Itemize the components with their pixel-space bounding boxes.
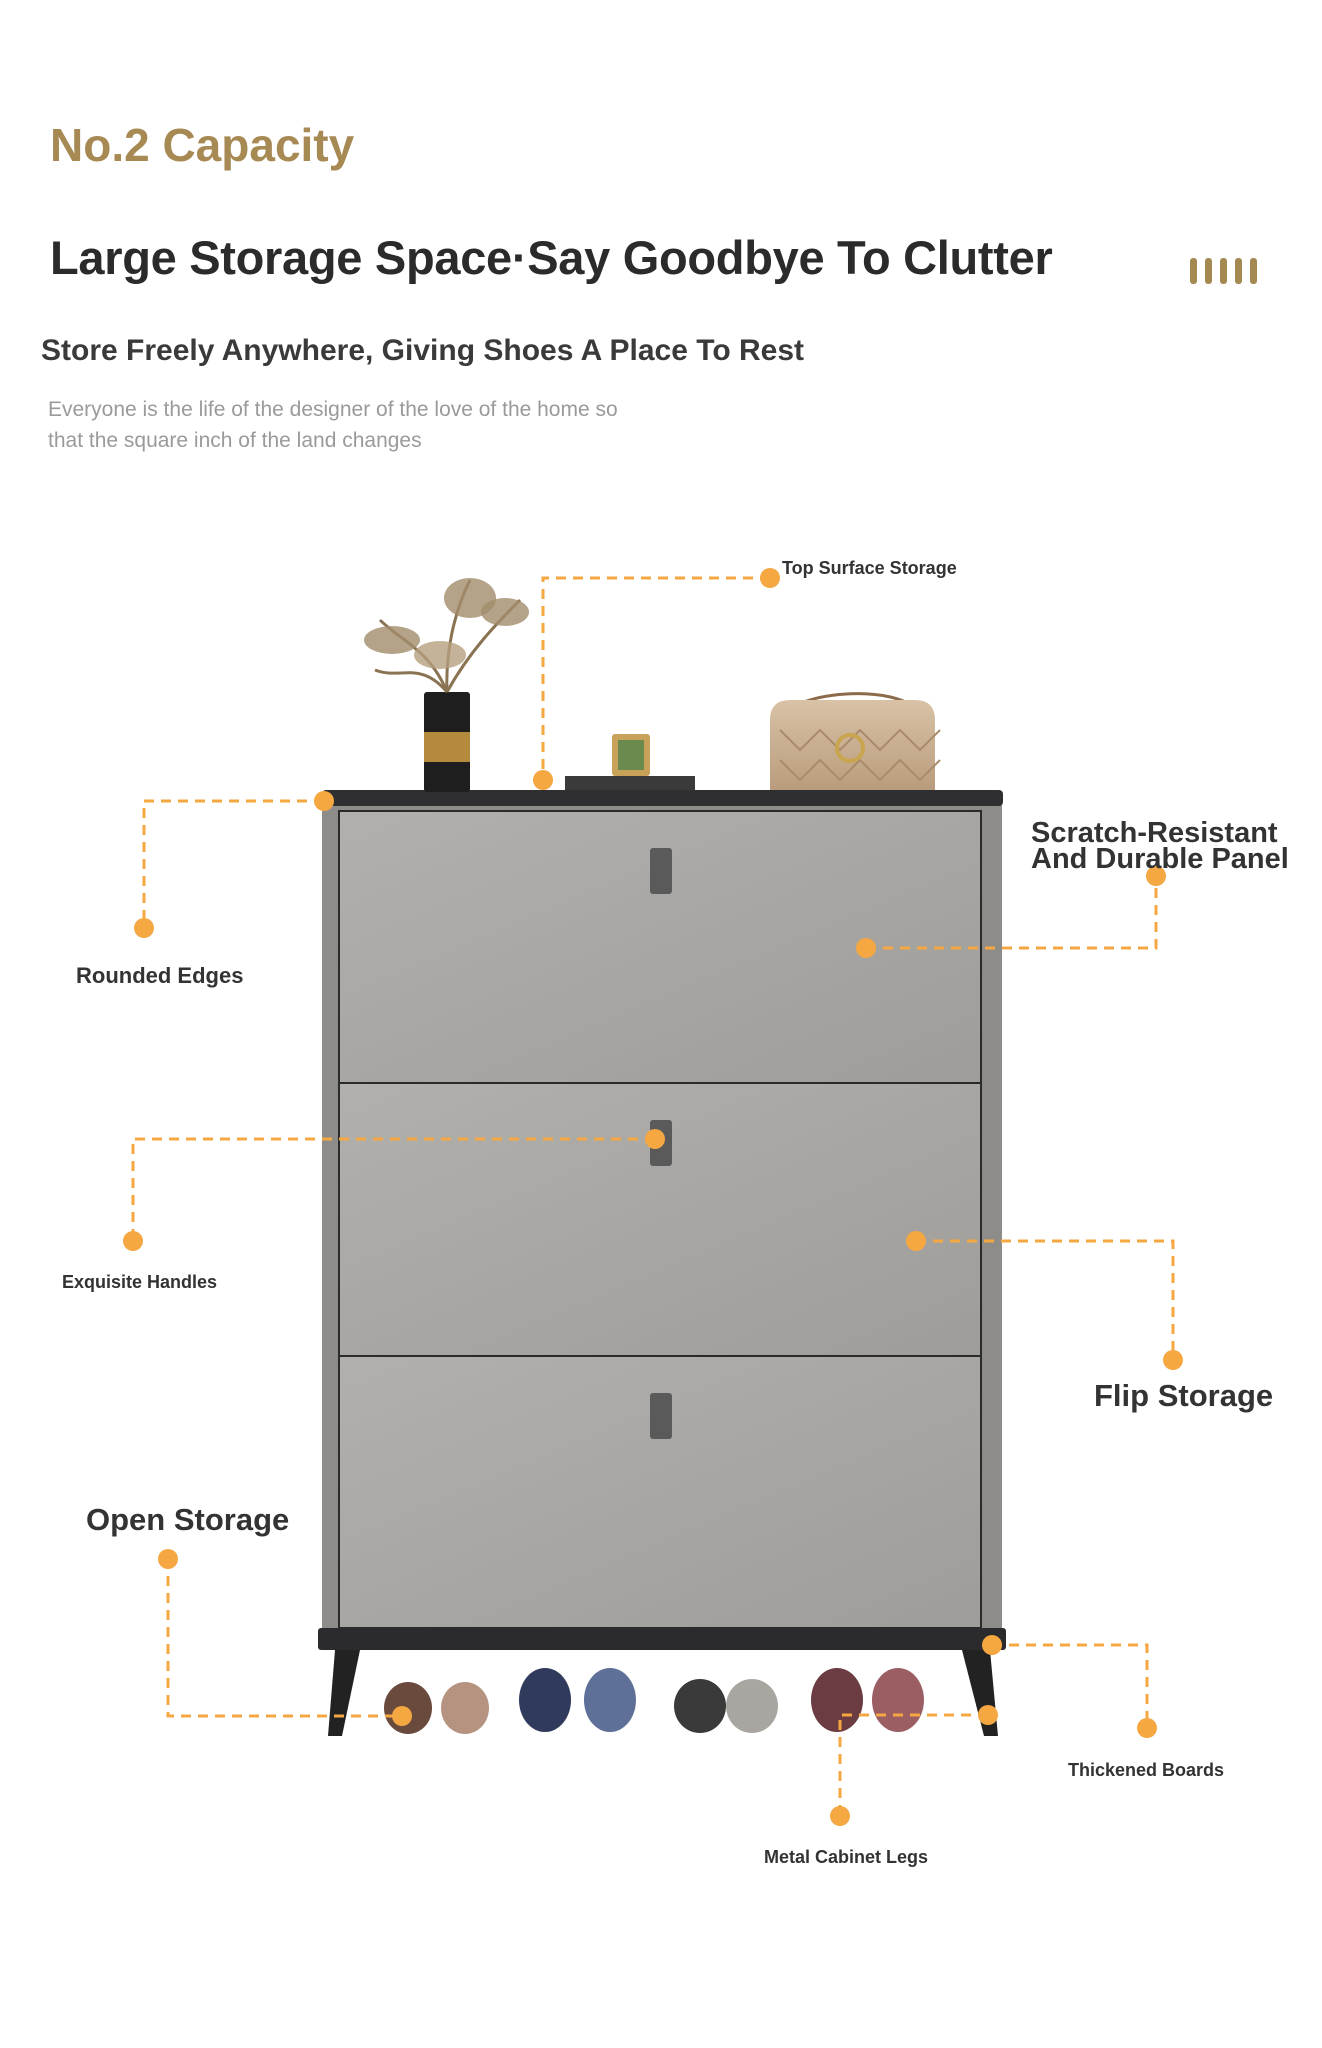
callout-dot xyxy=(1137,1718,1157,1738)
page-subheading: Store Freely Anywhere, Giving Shoes A Pl… xyxy=(41,334,805,367)
handles-connector xyxy=(131,1137,655,1241)
cabinet-leg xyxy=(328,1650,360,1736)
drawer-handle xyxy=(650,1393,672,1439)
vase-decor xyxy=(364,578,529,792)
callout-dot xyxy=(760,568,780,588)
cabinet-top-panel xyxy=(322,790,1003,806)
shoe-cabinet xyxy=(318,790,1006,1736)
callout-dot xyxy=(314,791,334,811)
handbag-decor xyxy=(770,692,941,790)
callout-dot xyxy=(533,770,553,790)
callout-dot xyxy=(123,1231,143,1251)
callout-dot xyxy=(158,1549,178,1569)
label-flip-storage: Flip Storage xyxy=(1094,1378,1274,1413)
callout-dot xyxy=(134,918,154,938)
callout-dot xyxy=(392,1706,412,1726)
label-metal-cabinet-legs: Metal Cabinet Legs xyxy=(764,1847,929,1867)
label-rounded-edges: Rounded Edges xyxy=(76,963,244,988)
label-scratch-resistant-panel: Scratch-Resistant And Durable Panel xyxy=(1031,817,1289,875)
callout-dot xyxy=(856,938,876,958)
label-top-surface-storage: Top Surface Storage xyxy=(782,558,957,578)
label-scratch-line-1: Scratch-Resistant xyxy=(1031,817,1278,849)
thickened-boards-connector xyxy=(992,1643,1149,1728)
callout-dot xyxy=(830,1806,850,1826)
callout-dot xyxy=(645,1129,665,1149)
drawer-handle xyxy=(650,848,672,894)
label-scratch-line-2: And Durable Panel xyxy=(1031,843,1289,875)
description-text: Everyone is the life of the designer of … xyxy=(48,398,618,452)
callout-dot xyxy=(1146,866,1166,886)
section-kicker: No.2 Capacity xyxy=(50,119,355,171)
label-exquisite-handles: Exquisite Handles xyxy=(62,1272,218,1292)
label-open-storage: Open Storage xyxy=(86,1502,290,1537)
shoes-row xyxy=(384,1668,924,1734)
gold-bars-icon xyxy=(1190,258,1265,289)
cabinet-base xyxy=(318,1628,1006,1650)
panel-connector xyxy=(866,876,1158,950)
metal-legs-connector xyxy=(838,1713,988,1816)
callout-dot xyxy=(978,1705,998,1725)
callout-dot xyxy=(906,1231,926,1251)
candle-decor xyxy=(565,734,695,790)
open-storage-connector xyxy=(166,1559,402,1718)
callout-dot xyxy=(982,1635,1002,1655)
page-headline: Large Storage Space·Say Goodbye To Clutt… xyxy=(50,231,1053,284)
top-surface-connector xyxy=(541,576,770,780)
callout-dot xyxy=(1163,1350,1183,1370)
flip-storage-connector xyxy=(916,1239,1175,1360)
rounded-edges-connector xyxy=(142,799,324,928)
label-thickened-boards: Thickened Boards xyxy=(1068,1760,1225,1780)
